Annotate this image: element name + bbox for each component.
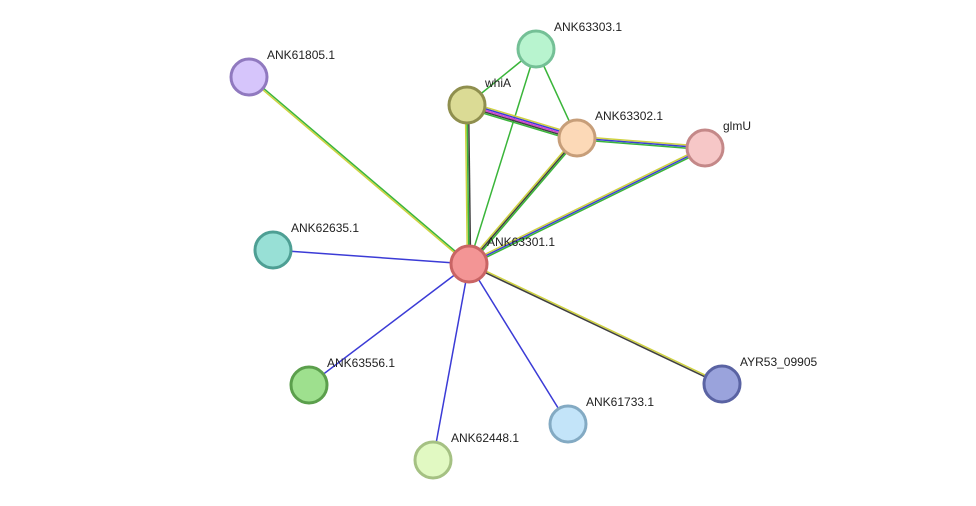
node-label: ANK63302.1: [595, 109, 663, 123]
node-label: whiA: [484, 76, 511, 90]
node-label: ANK63556.1: [327, 356, 395, 370]
edge-ank63301-1-ank61805-1[interactable]: [247, 75, 471, 266]
edge-channel-line: [432, 263, 470, 461]
edge-ank63301-1-ayr53-09905[interactable]: [468, 262, 723, 386]
node-circle[interactable]: [229, 57, 269, 97]
node-ank62448-1[interactable]: ANK62448.1: [413, 431, 519, 480]
edge-channel-line: [272, 249, 470, 265]
edge-ank63301-1-ank62635-1[interactable]: [272, 249, 470, 265]
edge-ank63301-1-ank63556-1[interactable]: [308, 263, 470, 386]
node-ank63301-1[interactable]: ANK63301.1: [449, 235, 555, 284]
edge-ank63301-1-ank62448-1[interactable]: [432, 263, 470, 461]
node-label: glmU: [723, 119, 751, 133]
node-whia[interactable]: whiA: [447, 76, 511, 125]
node-ank63303-1[interactable]: ANK63303.1: [516, 20, 622, 69]
node-label: ANK61805.1: [267, 48, 335, 62]
node-ank63556-1[interactable]: ANK63556.1: [289, 356, 395, 405]
edge-channel-line: [467, 104, 472, 264]
node-circle[interactable]: [289, 365, 329, 405]
edge-channel-line: [577, 135, 706, 148]
edge-channel-line: [249, 75, 471, 264]
edge-channel-line: [247, 77, 469, 266]
edge-channel-line: [468, 147, 706, 265]
edge-channel-line: [466, 104, 470, 265]
node-ank63302-1[interactable]: ANK63302.1: [557, 109, 663, 158]
node-ank61805-1[interactable]: ANK61805.1: [229, 48, 335, 97]
edge-ank63301-1-glmu[interactable]: [467, 145, 707, 267]
node-label: ANK63301.1: [487, 235, 555, 249]
node-circle[interactable]: [685, 128, 725, 168]
node-ank61733-1[interactable]: ANK61733.1: [548, 395, 654, 444]
node-circle[interactable]: [253, 230, 293, 270]
edge-ank63301-1-ank61733-1[interactable]: [468, 263, 569, 425]
node-label: ANK61733.1: [586, 395, 654, 409]
node-ayr53-09905[interactable]: AYR53_09905: [702, 355, 818, 404]
edge-channel-line: [467, 145, 705, 264]
edge-channel-line: [308, 263, 470, 386]
edge-channel-line: [468, 137, 578, 265]
edge-channel-line: [469, 262, 723, 384]
edge-channel-line: [467, 136, 577, 264]
edge-channel-line: [469, 138, 579, 266]
node-circle[interactable]: [447, 85, 487, 125]
node-circle[interactable]: [702, 364, 742, 404]
node-glmu[interactable]: glmU: [685, 119, 751, 168]
edge-channel-line: [464, 105, 469, 265]
node-circle[interactable]: [449, 244, 489, 284]
node-label: ANK62635.1: [291, 221, 359, 235]
edge-channel-line: [468, 48, 537, 265]
node-circle[interactable]: [548, 404, 588, 444]
node-ank62635-1[interactable]: ANK62635.1: [253, 221, 359, 270]
edge-ank63301-1-ank63302-1[interactable]: [467, 136, 579, 266]
node-circle[interactable]: [413, 440, 453, 480]
edge-channel-line: [468, 263, 569, 425]
edge-channel-line: [469, 148, 707, 267]
node-label: ANK63303.1: [554, 20, 622, 34]
node-label: AYR53_09905: [740, 355, 818, 369]
edge-ank63301-1-ank63303-1[interactable]: [468, 48, 537, 265]
edge-channel-line: [576, 137, 706, 149]
edge-ank63302-1-glmu[interactable]: [576, 135, 706, 151]
edge-channel-line: [468, 264, 722, 386]
edge-ank63301-1-whia[interactable]: [464, 104, 472, 265]
edge-channel-line: [576, 138, 705, 151]
nodes-layer: ANK63301.1 ANK63303.1 whiA ANK63302.1 glmU AN…: [229, 20, 818, 480]
node-label: ANK62448.1: [451, 431, 519, 445]
node-circle[interactable]: [516, 29, 556, 69]
node-circle[interactable]: [557, 118, 597, 158]
